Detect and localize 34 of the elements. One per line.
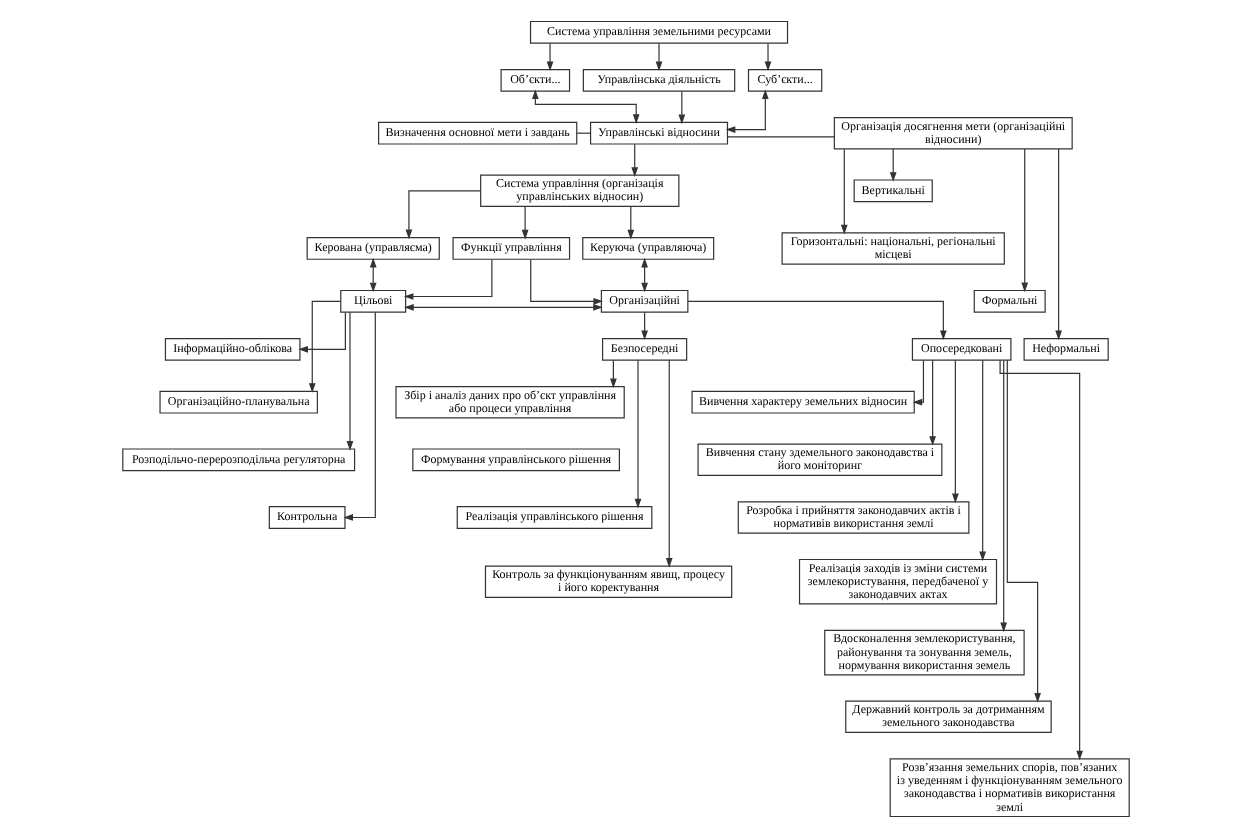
arrow [724,89,768,133]
arrow [626,206,634,240]
arrow [654,42,662,72]
arrow [978,359,986,562]
arrow [686,300,946,340]
arrow [630,143,638,177]
arrow [911,359,924,406]
arrow [763,42,771,72]
arrow [640,311,647,341]
arrow [664,359,672,568]
arrow [307,300,341,393]
arrow [1054,148,1061,341]
arrow [951,359,958,504]
arrow [530,89,639,124]
arrow [677,90,685,125]
arrow [345,311,353,451]
arrow [342,311,375,521]
arrow [839,148,847,235]
arrow [403,303,602,311]
arrow [633,359,641,509]
arrow [520,206,528,240]
arrow [609,359,616,389]
connector [726,136,834,138]
arrow [297,311,345,353]
arrow [545,42,553,72]
arrow [1005,359,1040,703]
arrow [404,190,480,240]
arrow [402,259,492,300]
arrow [888,148,896,182]
arrow [1020,148,1028,293]
arrow [928,359,935,446]
arrow [999,359,1007,633]
arrow [529,259,603,305]
arrow [998,359,1083,761]
